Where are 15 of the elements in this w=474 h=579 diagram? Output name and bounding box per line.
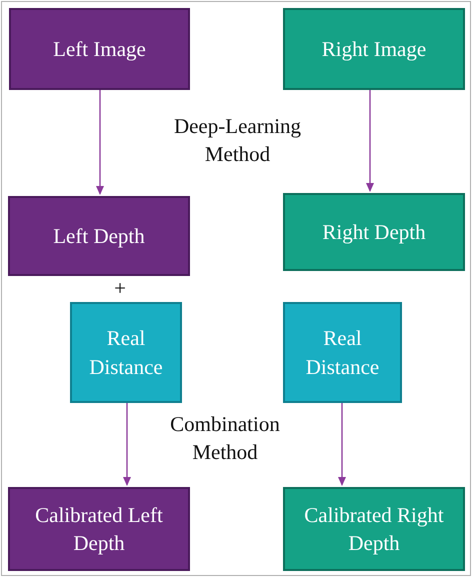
- process-box: Calibrated Right Depth: [283, 487, 465, 571]
- process-box: Right Depth: [283, 193, 465, 271]
- arrow: [338, 403, 346, 486]
- arrow: [96, 90, 104, 195]
- process-box: Right Image: [283, 8, 465, 90]
- method-label: Deep-Learning Method: [172, 113, 302, 168]
- plus-sign: +: [113, 275, 127, 302]
- process-box: Calibrated Left Depth: [8, 487, 190, 571]
- arrow: [366, 90, 374, 192]
- process-box: Real Distance: [283, 302, 402, 403]
- method-label: Combination Method: [169, 411, 281, 466]
- arrow: [123, 403, 131, 486]
- process-box: Left Depth: [8, 196, 190, 276]
- process-box: Left Image: [9, 8, 190, 90]
- process-box: Real Distance: [70, 302, 182, 403]
